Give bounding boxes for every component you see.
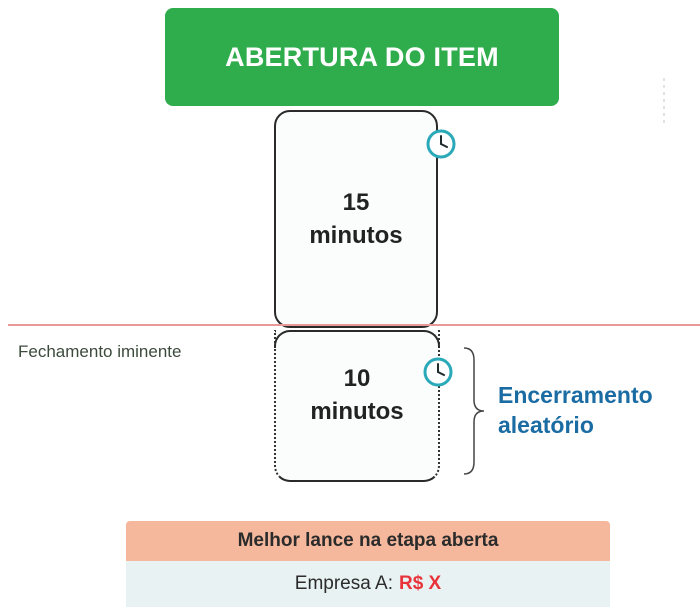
scan-edge-marks [663, 78, 665, 124]
best-bid-company: Empresa A: [294, 573, 393, 594]
best-bid-row: Empresa A: R$ X [126, 561, 610, 607]
imminent-closing-divider [8, 324, 700, 326]
clock-icon [426, 129, 456, 159]
best-bid-panel: Melhor lance na etapa aberta Empresa A: … [126, 521, 610, 607]
imminent-stage-timer-box: 10 minutos [274, 330, 440, 482]
open-stage-number: 15 [342, 189, 370, 216]
imminent-stage-top-border [274, 330, 440, 348]
random-closing-line1: Encerramento [498, 382, 653, 408]
open-stage-timer-box: 15 minutos [274, 110, 438, 328]
imminent-stage-unit: minutos [310, 398, 404, 425]
imminent-closing-label: Fechamento iminente [18, 342, 182, 361]
random-closing-line2: aleatório [498, 412, 594, 438]
curly-brace-icon [463, 347, 485, 475]
open-stage-unit: minutos [309, 222, 403, 249]
clock-icon [423, 357, 453, 387]
best-bid-value: R$ X [398, 573, 442, 594]
best-bid-title: Melhor lance na etapa aberta [126, 521, 610, 561]
item-opening-title: ABERTURA DO ITEM [225, 41, 499, 72]
imminent-stage-number: 10 [343, 365, 371, 392]
item-opening-header: ABERTURA DO ITEM [165, 8, 559, 106]
random-closing-label: Encerramento aleatório [498, 380, 653, 440]
